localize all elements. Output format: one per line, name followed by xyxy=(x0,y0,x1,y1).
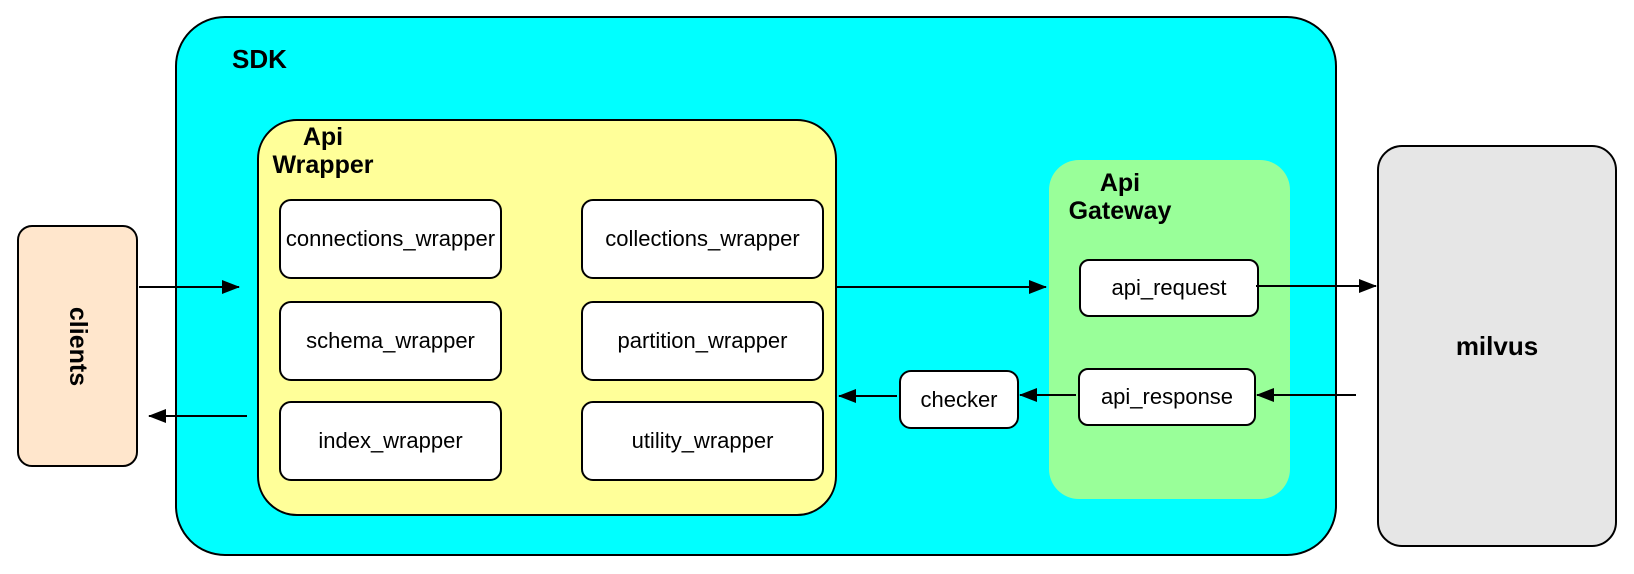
api-gateway-label: Api Gateway xyxy=(1068,169,1172,225)
api-wrapper-label: Api Wrapper xyxy=(272,123,374,179)
sdk-label: SDK xyxy=(232,44,287,74)
sdk-container: SDK Api Wrapper connections_wrapper coll… xyxy=(175,16,1337,556)
partition-wrapper-box: partition_wrapper xyxy=(581,301,824,381)
api-request-box: api_request xyxy=(1079,259,1259,317)
api-wrapper-container: Api Wrapper connections_wrapper collecti… xyxy=(257,119,837,516)
api-gateway-container: Api Gateway api_request api_response xyxy=(1049,160,1290,499)
api-response-box: api_response xyxy=(1078,368,1256,426)
milvus-box: milvus xyxy=(1377,145,1617,547)
index-wrapper-box: index_wrapper xyxy=(279,401,502,481)
clients-box: clients xyxy=(17,225,138,467)
utility-wrapper-box: utility_wrapper xyxy=(581,401,824,481)
schema-wrapper-box: schema_wrapper xyxy=(279,301,502,381)
collections-wrapper-box: collections_wrapper xyxy=(581,199,824,279)
checker-box: checker xyxy=(899,370,1019,429)
clients-label: clients xyxy=(63,306,92,386)
connections-wrapper-box: connections_wrapper xyxy=(279,199,502,279)
